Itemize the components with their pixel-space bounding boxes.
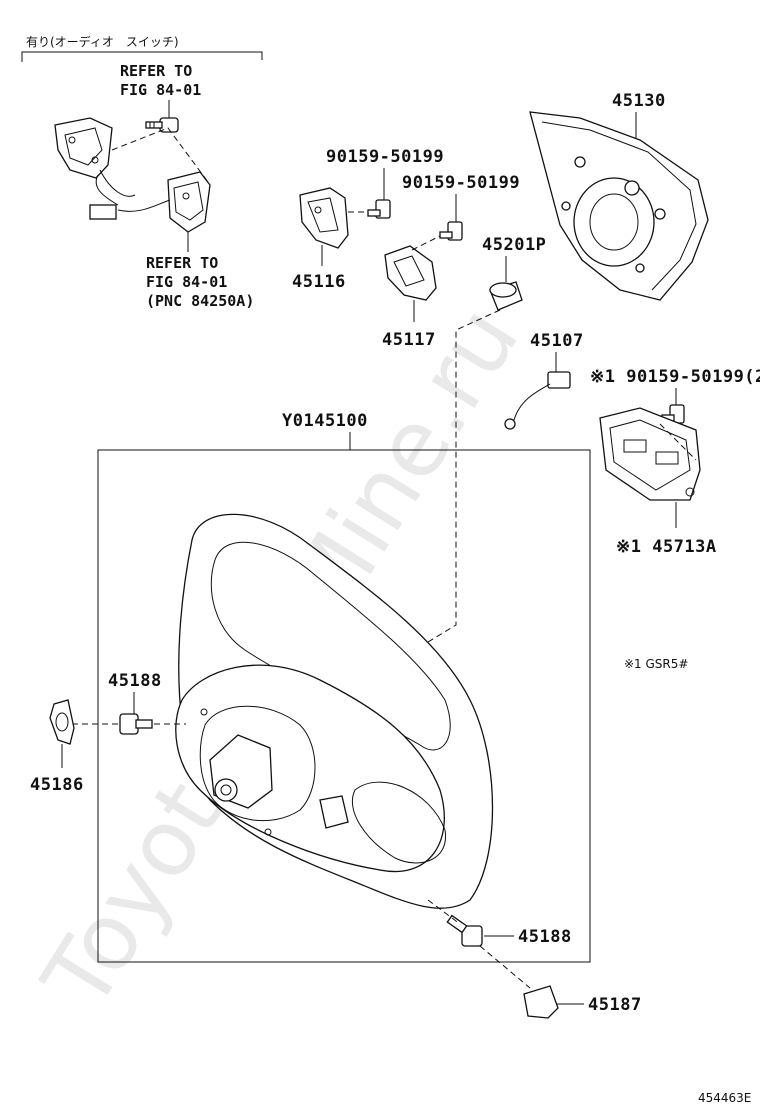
- dashed-switch-link: [111, 127, 209, 183]
- label-45117: 45117: [382, 330, 436, 350]
- cap-45186-icon: [49, 699, 75, 745]
- refer-2-line-3: (PNC 84250A): [146, 292, 254, 310]
- horn-wire-45107-icon: [504, 371, 571, 430]
- label-45201p: 45201P: [482, 235, 546, 255]
- label-45713a: ※1 45713A: [616, 537, 717, 557]
- bolt-45188-a-icon: [119, 713, 153, 735]
- wheel-assembly-box: [97, 449, 591, 963]
- refer-1-line-2: FIG 84-01: [120, 81, 201, 99]
- label-45188-b: 45188: [518, 927, 572, 947]
- label-45107: 45107: [530, 331, 584, 351]
- label-45188-a: 45188: [108, 671, 162, 691]
- bolt-b-icon: [439, 221, 463, 241]
- switch-45713a-icon: [599, 407, 701, 501]
- dashed-damper-to-wheel: [427, 309, 501, 643]
- cover-45116-icon: [299, 187, 349, 249]
- audio-switch-right-icon: [117, 171, 211, 233]
- cover-45117-icon: [384, 245, 437, 301]
- audio-switch-left-icon: [54, 117, 136, 220]
- note-gsr: ※1 GSR5#: [624, 657, 688, 671]
- label-bolt-b: 90159-50199: [402, 173, 520, 193]
- option-note: 有り(オーディオ スイッチ): [26, 34, 179, 49]
- dashed-45713a: [659, 423, 697, 461]
- refer-2-line-2: FIG 84-01: [146, 273, 227, 291]
- label-bolt-c: ※1 90159-50199(2): [590, 367, 760, 387]
- label-45187: 45187: [588, 995, 642, 1015]
- refer-1-line-1: REFER TO: [120, 62, 192, 80]
- figure-id: 454463E: [698, 1091, 751, 1105]
- option-bracket: [21, 51, 263, 62]
- steering-wheel-icon: [175, 513, 494, 909]
- bolt-45188-b-icon: [446, 914, 483, 947]
- label-y01: Y0145100: [282, 411, 368, 431]
- airbag-45130-icon: [529, 111, 709, 301]
- label-45116: 45116: [292, 272, 346, 292]
- damper-45201p-icon: [489, 281, 523, 311]
- label-45186: 45186: [30, 775, 84, 795]
- cap-45187-icon: [523, 985, 559, 1019]
- refer-2-line-1: REFER TO: [146, 254, 218, 272]
- dashed-45117: [411, 235, 441, 251]
- label-bolt-a: 90159-50199: [326, 147, 444, 167]
- label-45130: 45130: [612, 91, 666, 111]
- dashed-45188-b: [427, 899, 531, 989]
- bolt-a-icon: [367, 199, 391, 219]
